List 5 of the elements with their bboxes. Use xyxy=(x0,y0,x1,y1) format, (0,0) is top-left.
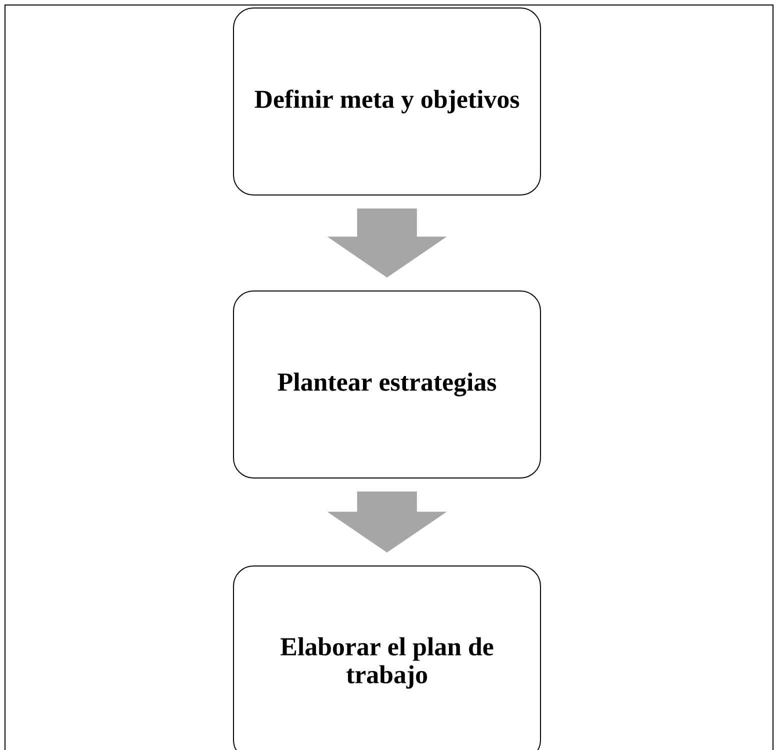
block-arrow xyxy=(327,208,447,278)
block-arrow xyxy=(327,491,447,553)
process-box: Elaborar el plan de trabajo xyxy=(233,565,541,750)
process-box: Definir meta y objetivos xyxy=(233,8,541,196)
process-box: Plantear estrategias xyxy=(233,290,541,478)
